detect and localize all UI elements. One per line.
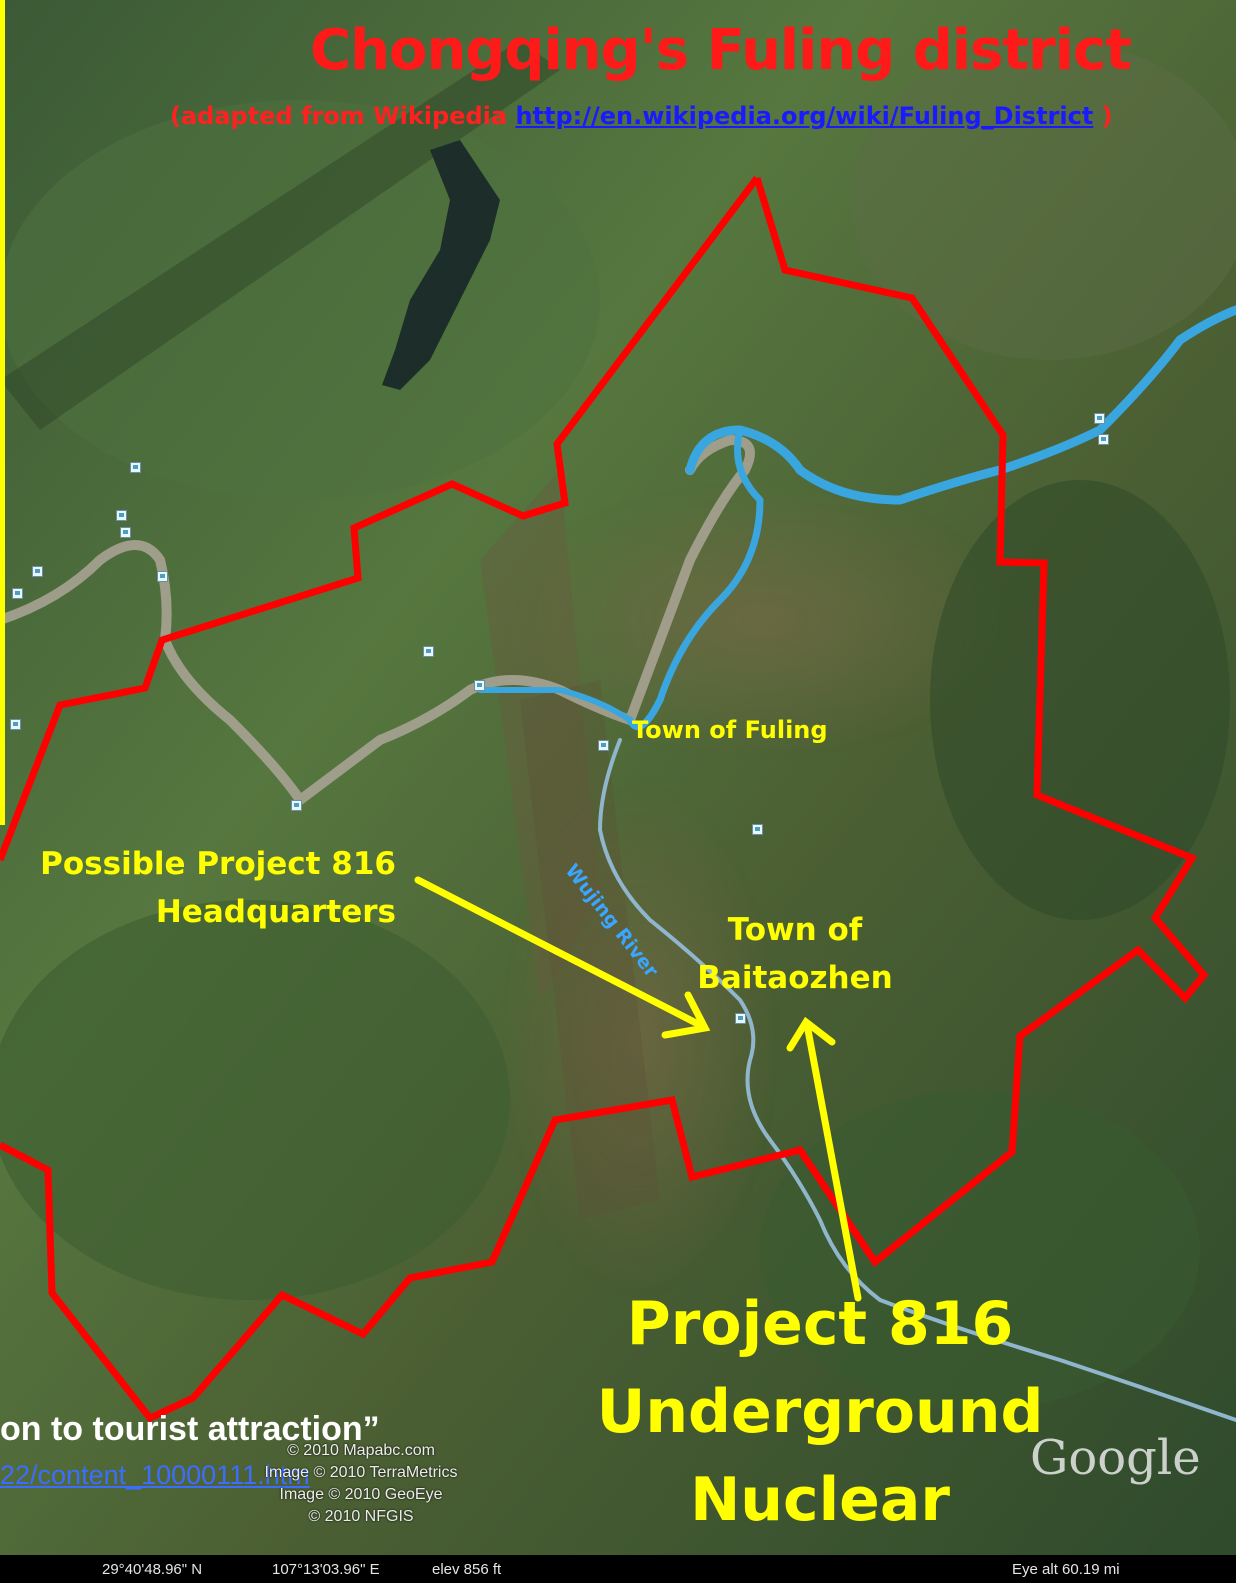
left-edge-bar (0, 0, 5, 825)
placemark-icon[interactable] (12, 588, 23, 599)
placemark-icon[interactable] (423, 646, 434, 657)
longitude-readout: 107°13'03.96" E (272, 1561, 380, 1578)
baitaozhen-label: Town of Baitaozhen (690, 906, 900, 1002)
reservoir (382, 140, 500, 390)
elevation-readout: elev 856 ft (432, 1561, 502, 1578)
nuclear-complex-label-line1: Project 816 (626, 1289, 1014, 1359)
headquarters-label: Possible Project 816 Headquarters (40, 840, 396, 936)
eye-altitude-readout: Eye alt 60.19 mi (1012, 1561, 1120, 1578)
credit-line: © 2010 Mapabc.com (287, 1442, 435, 1459)
status-bar: 29°40'48.96" N 107°13'03.96" E elev 856 … (0, 1555, 1236, 1583)
credit-line: © 2010 NFGIS (308, 1508, 414, 1525)
headquarters-label-line2: Headquarters (155, 894, 396, 930)
placemark-icon[interactable] (735, 1013, 746, 1024)
placemark-icon[interactable] (1094, 413, 1105, 424)
placemark-icon[interactable] (752, 824, 763, 835)
placemark-icon[interactable] (1098, 434, 1109, 445)
town-of-fuling-label: Town of Fuling (632, 716, 828, 744)
terrain-texture (0, 40, 1236, 1410)
placemark-icon[interactable] (598, 740, 609, 751)
placemark-icon[interactable] (474, 680, 485, 691)
placemark-icon[interactable] (32, 566, 43, 577)
placemark-icon[interactable] (157, 571, 168, 582)
latitude-readout: 29°40'48.96" N (102, 1561, 203, 1578)
nuclear-complex-label-line2: Underground (596, 1377, 1044, 1447)
district-boundary (0, 176, 1209, 1423)
map-subtitle: (adapted from Wikipedia http://en.wikipe… (170, 102, 1113, 130)
subtitle-suffix: ) (1093, 102, 1113, 130)
baitaozhen-label-line2: Baitaozhen (697, 960, 893, 996)
map-title: Chongqing's Fuling district (310, 18, 1132, 83)
article-link-fragment[interactable]: 22/content_10000111.htm (0, 1460, 310, 1490)
placemark-icon[interactable] (116, 510, 127, 521)
arrow-nuclear-complex (786, 1016, 862, 1302)
headquarters-label-line1: Possible Project 816 (40, 846, 396, 882)
district-boundary-west (0, 175, 760, 862)
credit-line: Image © 2010 TerraMetrics (264, 1464, 458, 1481)
caption-fragment: on to tourist attraction” (0, 1410, 380, 1448)
imagery-credits: © 2010 Mapabc.com Image © 2010 TerraMetr… (246, 1440, 476, 1528)
credit-line: Image © 2010 GeoEye (279, 1486, 443, 1503)
wikipedia-link[interactable]: http://en.wikipedia.org/wiki/Fuling_Dist… (515, 102, 1094, 130)
subtitle-prefix: (adapted from Wikipedia (170, 102, 516, 130)
placemark-icon[interactable] (291, 800, 302, 811)
baitaozhen-label-line1: Town of (727, 912, 863, 948)
arrow-headquarters (414, 876, 711, 1039)
google-logo: Google (1030, 1430, 1201, 1486)
placemark-icon[interactable] (120, 527, 131, 538)
nuclear-complex-label: Project 816 Underground Nuclear Complex (560, 1280, 1080, 1583)
placemark-icon[interactable] (10, 719, 21, 730)
placemark-icon[interactable] (130, 462, 141, 473)
rivers (0, 305, 1236, 1422)
